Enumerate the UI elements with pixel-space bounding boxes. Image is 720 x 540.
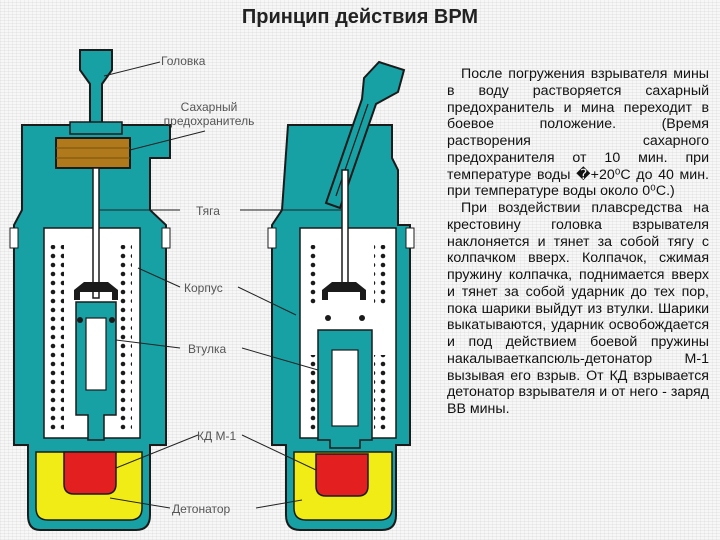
- right-kd-m1: [315, 453, 369, 497]
- leader-detonator-right: [255, 499, 303, 509]
- right-ball: [359, 315, 365, 321]
- leader-sugar: [129, 130, 206, 151]
- left-kd-m1: [63, 451, 117, 495]
- right-spring-right: [374, 245, 388, 305]
- left-sleeve-channel: [85, 317, 107, 391]
- label-sugar-safety: Сахарный предохранитель: [150, 100, 268, 128]
- label-sugar-line-2: предохранитель: [163, 114, 255, 128]
- leader-sleeve-left: [115, 339, 181, 349]
- leader-kd-right: [241, 434, 317, 471]
- leader-body-right: [237, 286, 297, 316]
- left-ball: [109, 317, 115, 323]
- description-text: После погружения взрывателя мины в воду …: [447, 66, 709, 418]
- right-housing-window: [405, 227, 415, 249]
- label-body: Корпус: [184, 281, 223, 295]
- left-sugar-safety: [55, 137, 131, 169]
- right-sleeve-channel: [331, 349, 359, 427]
- leader-head: [103, 61, 161, 77]
- label-sugar-line-1: Сахарный: [180, 100, 238, 114]
- left-housing-window: [161, 227, 171, 249]
- leader-lines: [99, 61, 342, 509]
- left-spring-right: [118, 245, 132, 430]
- left-spring-left: [50, 245, 64, 430]
- left-cap: [74, 282, 118, 300]
- leader-sleeve-right: [241, 347, 319, 371]
- left-housing-window: [9, 227, 19, 249]
- label-sleeve: Втулка: [188, 342, 227, 356]
- right-ball: [325, 315, 331, 321]
- right-cap: [322, 282, 366, 300]
- left-ball: [77, 317, 83, 323]
- description-paragraph-1: После погружения взрывателя мины в воду …: [447, 66, 709, 200]
- leader-kd-left: [115, 434, 199, 469]
- right-spring-lower-right: [374, 355, 388, 430]
- right-fuse: [267, 60, 415, 531]
- right-rod: [341, 169, 349, 291]
- leader-detonator-left: [109, 497, 171, 509]
- description-paragraph-2: При воздействии плавсредства на крестови…: [447, 200, 709, 417]
- right-spring-lower-left: [306, 355, 320, 430]
- label-detonator: Детонатор: [172, 502, 231, 516]
- label-kd-m1: КД М-1: [197, 429, 237, 443]
- page-title: Принцип действия ВРМ: [241, 6, 479, 28]
- label-rod: Тяга: [196, 204, 220, 218]
- right-spring-left: [306, 245, 320, 305]
- left-head-shoulder: [69, 121, 123, 135]
- left-head: [79, 49, 113, 129]
- leader-body-left: [137, 267, 181, 288]
- left-fuse: [9, 49, 171, 531]
- label-head: Головка: [161, 54, 206, 68]
- right-housing-window: [267, 227, 277, 249]
- left-rod: [92, 167, 100, 299]
